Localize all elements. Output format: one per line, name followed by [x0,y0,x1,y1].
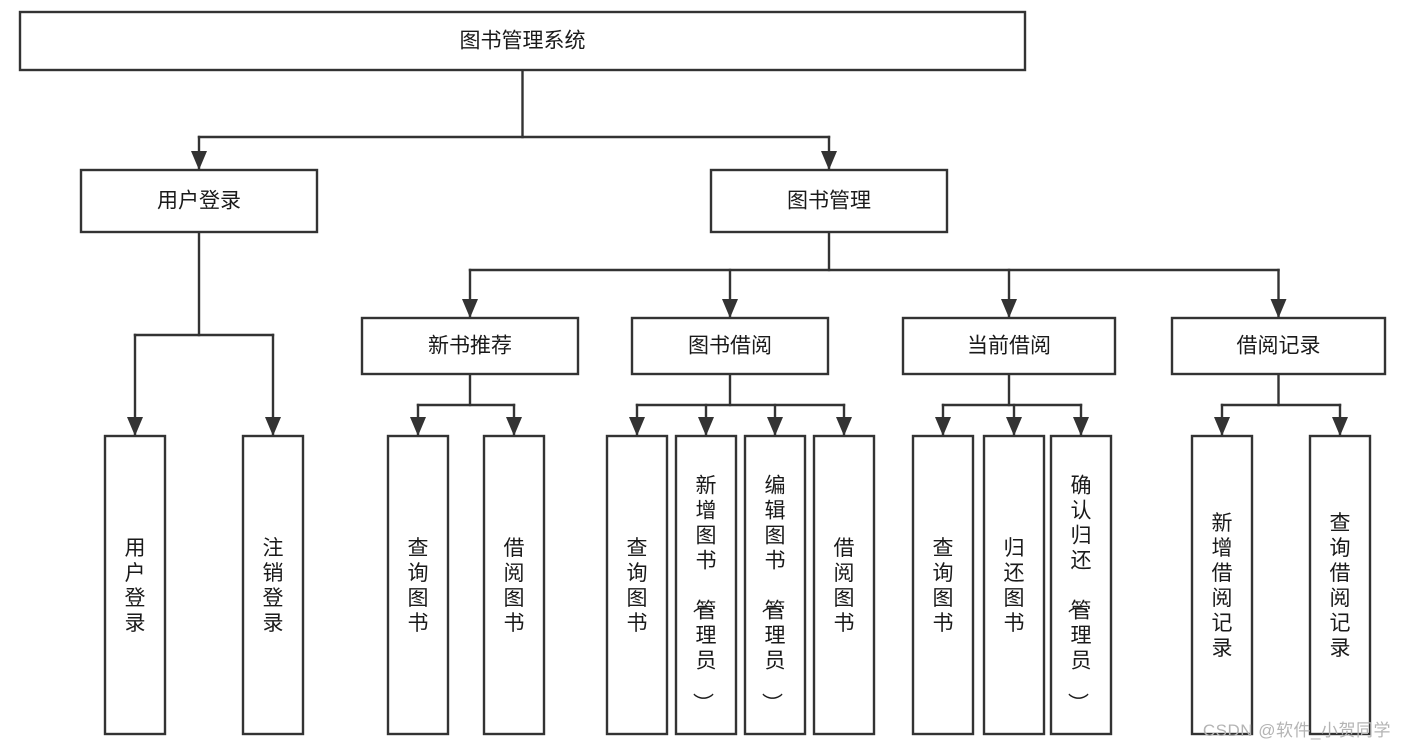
node-label: 当前借阅 [967,335,1051,358]
leaf-label: 借阅图书 [504,537,525,635]
level3-node-新书推荐[interactable]: 新书推荐 [360,316,580,376]
node-label: 图书管理系统 [460,30,586,53]
leaf-label: 确认归还（管理员） [1066,475,1092,714]
level3-node-当前借阅[interactable]: 当前借阅 [901,316,1117,376]
leaf-label: 用户登录 [125,537,146,635]
node-border [1170,316,1387,376]
leaf-label: 查询图书 [408,537,429,635]
leaf-label: 归还图书 [1004,537,1025,635]
leaf-label: 新增图书（管理员） [691,475,717,714]
node-label: 新书推荐 [428,335,512,358]
leaf-node-查询图书[interactable]: 查询图书 [605,434,669,736]
leaf-node-新增借阅记录[interactable]: 新增借阅记录 [1190,434,1254,736]
arrow-head-icon-new-book-1 [506,417,522,436]
arrow-head-icon-record-1 [1332,417,1348,436]
leaf-node-注销登录[interactable]: 注销登录 [241,434,305,736]
arrow-head-icon-book-mgmt-1 [722,299,738,318]
leaf-label: 借阅图书 [834,537,855,635]
arrow-head-icon-borrow-0 [629,417,645,436]
node-border [982,434,1046,736]
node-border [743,434,807,736]
leaf-label: 注销登录 [263,537,284,635]
leaf-node-查询借阅记录[interactable]: 查询借阅记录 [1308,434,1372,736]
node-border [241,434,305,736]
leaf-node-查询图书[interactable]: 查询图书 [386,434,450,736]
arrow-head-icon-current-0 [935,417,951,436]
node-border [386,434,450,736]
connector-layer [127,68,1348,438]
leaf-node-借阅图书[interactable]: 借阅图书 [812,434,876,736]
arrow-head-icon-book-mgmt-3 [1270,299,1287,318]
leaf-label: 查询图书 [933,537,954,635]
arrow-head-icon-record-0 [1214,417,1230,436]
arrow-head-icon-borrow-3 [836,417,852,436]
node-border [1049,434,1113,736]
node-border [911,434,975,736]
level2-node-用户登录[interactable]: 用户登录 [79,168,319,234]
arrow-head-icon-root-0 [191,151,207,170]
leaf-node-编辑图书管理员[interactable]: 编辑图书（管理员） [743,434,807,736]
arrow-head-icon-borrow-2 [767,417,783,436]
arrow-head-icon-new-book-0 [410,417,426,436]
node-border [360,316,580,376]
node-border [709,168,949,234]
arrow-head-icon-user-login-1 [265,417,281,436]
leaf-node-借阅图书[interactable]: 借阅图书 [482,434,546,736]
node-border [18,10,1027,72]
level3-node-借阅记录[interactable]: 借阅记录 [1170,316,1387,376]
node-border [1308,434,1372,736]
arrow-head-icon-user-login-0 [127,417,143,436]
leaf-node-新增图书管理员[interactable]: 新增图书（管理员） [674,434,738,736]
node-border [674,434,738,736]
node-layer: 图书管理系统用户登录图书管理新书推荐图书借阅当前借阅借阅记录用户登录注销登录查询… [18,10,1387,736]
node-label: 图书借阅 [688,335,772,358]
arrow-head-icon-book-mgmt-0 [462,299,478,318]
node-border [79,168,319,234]
leaf-label: 查询借阅记录 [1330,512,1351,660]
leaf-node-查询图书[interactable]: 查询图书 [911,434,975,736]
node-border [605,434,669,736]
leaf-node-确认归还管理员[interactable]: 确认归还（管理员） [1049,434,1113,736]
node-border [482,434,546,736]
level2-node-图书管理[interactable]: 图书管理 [709,168,949,234]
node-border [812,434,876,736]
leaf-node-归还图书[interactable]: 归还图书 [982,434,1046,736]
node-border [103,434,167,736]
arrow-head-icon-borrow-1 [698,417,714,436]
arrow-head-icon-root-1 [821,151,837,170]
watermark-label: CSDN @软件_小贺同学 [1202,721,1391,740]
leaf-label: 查询图书 [627,537,648,635]
leaf-label: 编辑图书（管理员） [760,475,786,714]
leaf-node-用户登录[interactable]: 用户登录 [103,434,167,736]
node-border [901,316,1117,376]
node-border [1190,434,1254,736]
arrow-head-icon-book-mgmt-2 [1001,299,1017,318]
level3-node-图书借阅[interactable]: 图书借阅 [630,316,830,376]
arrow-head-icon-current-2 [1073,417,1089,436]
node-border [630,316,830,376]
node-label: 图书管理 [787,190,871,213]
root-node-图书管理系统[interactable]: 图书管理系统 [18,10,1027,72]
arrow-head-icon-current-1 [1006,417,1022,436]
leaf-label: 新增借阅记录 [1212,512,1233,660]
node-label: 借阅记录 [1237,335,1321,358]
node-label: 用户登录 [157,190,241,213]
